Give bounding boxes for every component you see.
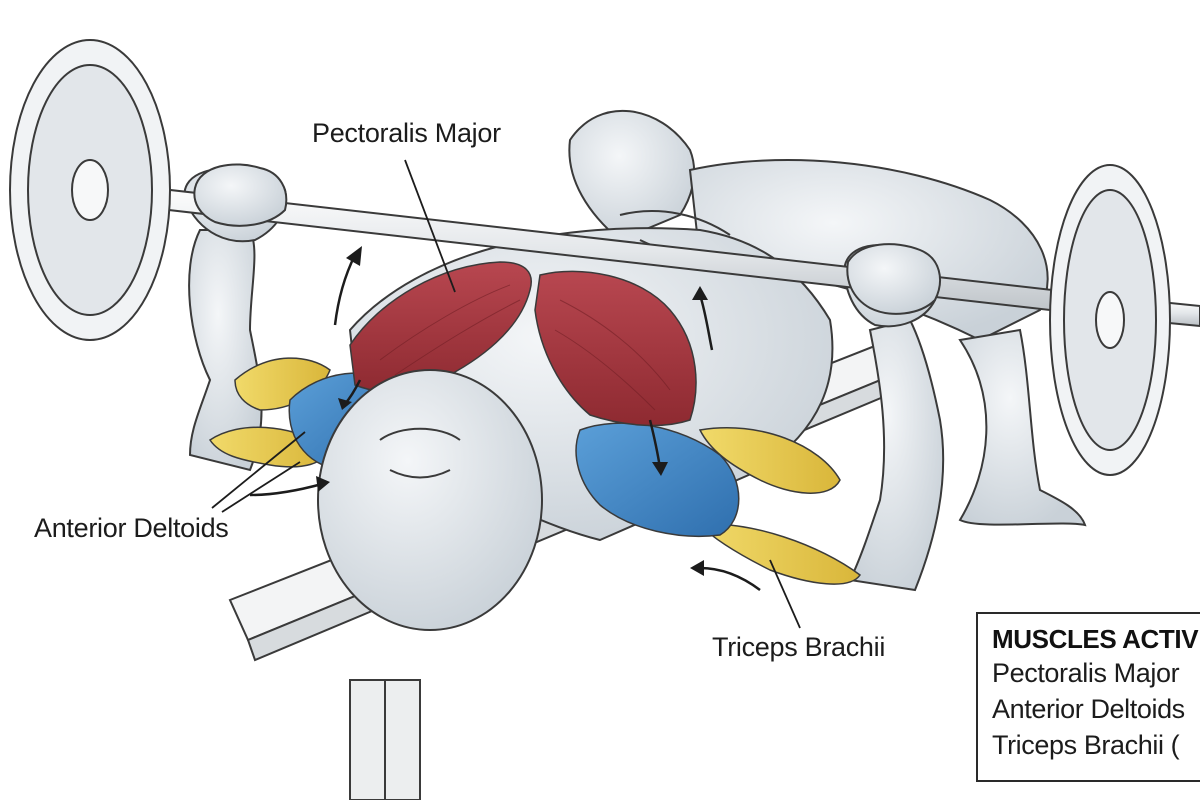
legend-item-deltoids: Anterior Deltoids [992,694,1185,724]
leader-deltoid-1 [211,431,306,509]
muscle-fibers [379,284,671,411]
leader-pectoralis [404,159,456,293]
head [317,369,543,631]
arrow-left-bottom [249,482,323,497]
legend-item-triceps: Triceps Brachii ( [992,730,1180,760]
label-triceps-brachii: Triceps Brachii [712,632,886,662]
leader-lines [211,159,801,629]
movement-arrows [249,246,761,592]
label-anterior-deltoids: Anterior Deltoids [34,513,229,543]
legend-item-pectoralis: Pectoralis Major [992,658,1180,688]
pectoralis-major [349,261,697,427]
legend-title: MUSCLES ACTIV [992,624,1199,654]
arrow-up-left [333,254,357,326]
label-pectoralis-major: Pectoralis Major [312,118,501,148]
hands [193,163,941,315]
leader-triceps [769,559,801,629]
muscles-activated-legend: MUSCLES ACTIV Pectoralis Major Anterior … [976,612,1200,782]
leader-deltoid-2 [221,461,301,513]
arrow-right-bottom [699,566,761,592]
